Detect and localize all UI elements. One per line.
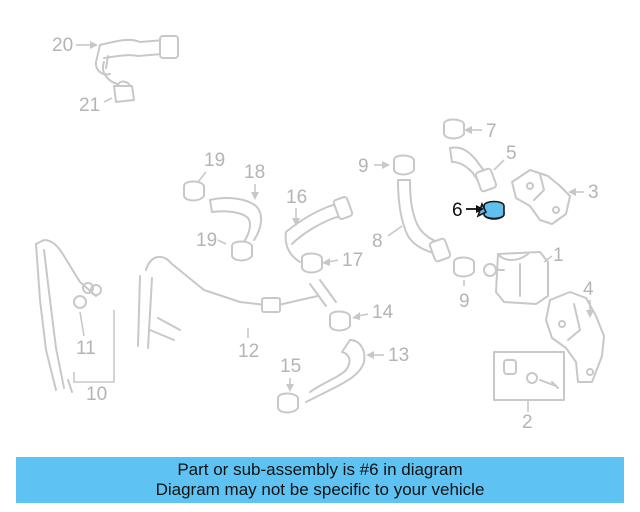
part-14-clamp (309, 279, 351, 332)
banner-line-2: Diagram may not be specific to your vehi… (155, 480, 485, 499)
part-16-hose (284, 196, 354, 263)
callout-17: 17 (342, 250, 363, 271)
callout-5: 5 (506, 143, 517, 164)
parts-diagram: 20 21 7 5 3 6 9 (35, 35, 605, 433)
part-18-hose (209, 197, 262, 243)
part-15-clamp (277, 392, 299, 414)
callout-4: 4 (583, 279, 594, 300)
callout-10: 10 (86, 384, 107, 405)
part-9-upper-clamp (393, 154, 415, 176)
part-10-11-pipe (35, 239, 102, 393)
callout-3: 3 (588, 182, 599, 203)
callout-21: 21 (79, 95, 100, 116)
callout-12: 12 (238, 341, 259, 362)
part-4-bracket (545, 291, 605, 383)
part-20-hose (94, 35, 179, 85)
callout-11: 11 (76, 338, 96, 359)
part-7-clamp (443, 118, 465, 140)
info-banner: Part or sub-assembly is #6 in diagram Di… (16, 457, 624, 503)
callout-16: 16 (286, 187, 307, 208)
callout-2: 2 (522, 412, 533, 433)
part-19-upper-clamp (183, 180, 205, 202)
banner-line-1: Part or sub-assembly is #6 in diagram (177, 460, 463, 479)
callout-8: 8 (372, 231, 383, 252)
part-9-lower-clamp (453, 256, 475, 278)
part-1-pump (483, 251, 549, 305)
part-8-hose (397, 179, 452, 263)
callout-19-lower: 19 (196, 230, 217, 251)
part-12-pipe (137, 255, 319, 349)
part-2-kit (493, 351, 565, 401)
part-6-clamp-highlighted (476, 200, 505, 220)
part-21-clamp (113, 80, 135, 103)
part-19-lower-clamp (231, 240, 253, 262)
callout-20: 20 (52, 35, 73, 56)
callout-15: 15 (280, 356, 301, 377)
part-13-hose (305, 339, 366, 403)
callout-6: 6 (452, 200, 463, 221)
callout-9-upper: 9 (358, 156, 369, 177)
callout-13: 13 (388, 345, 409, 366)
part-3-bracket (511, 169, 571, 225)
callout-19-upper: 19 (204, 150, 225, 171)
callout-1: 1 (553, 245, 564, 266)
callout-18: 18 (244, 162, 265, 183)
part-17-clamp (301, 252, 323, 274)
callout-9-lower: 9 (459, 291, 470, 312)
part-5-hose (449, 146, 498, 193)
callout-14: 14 (372, 302, 394, 323)
callout-7: 7 (486, 121, 497, 142)
